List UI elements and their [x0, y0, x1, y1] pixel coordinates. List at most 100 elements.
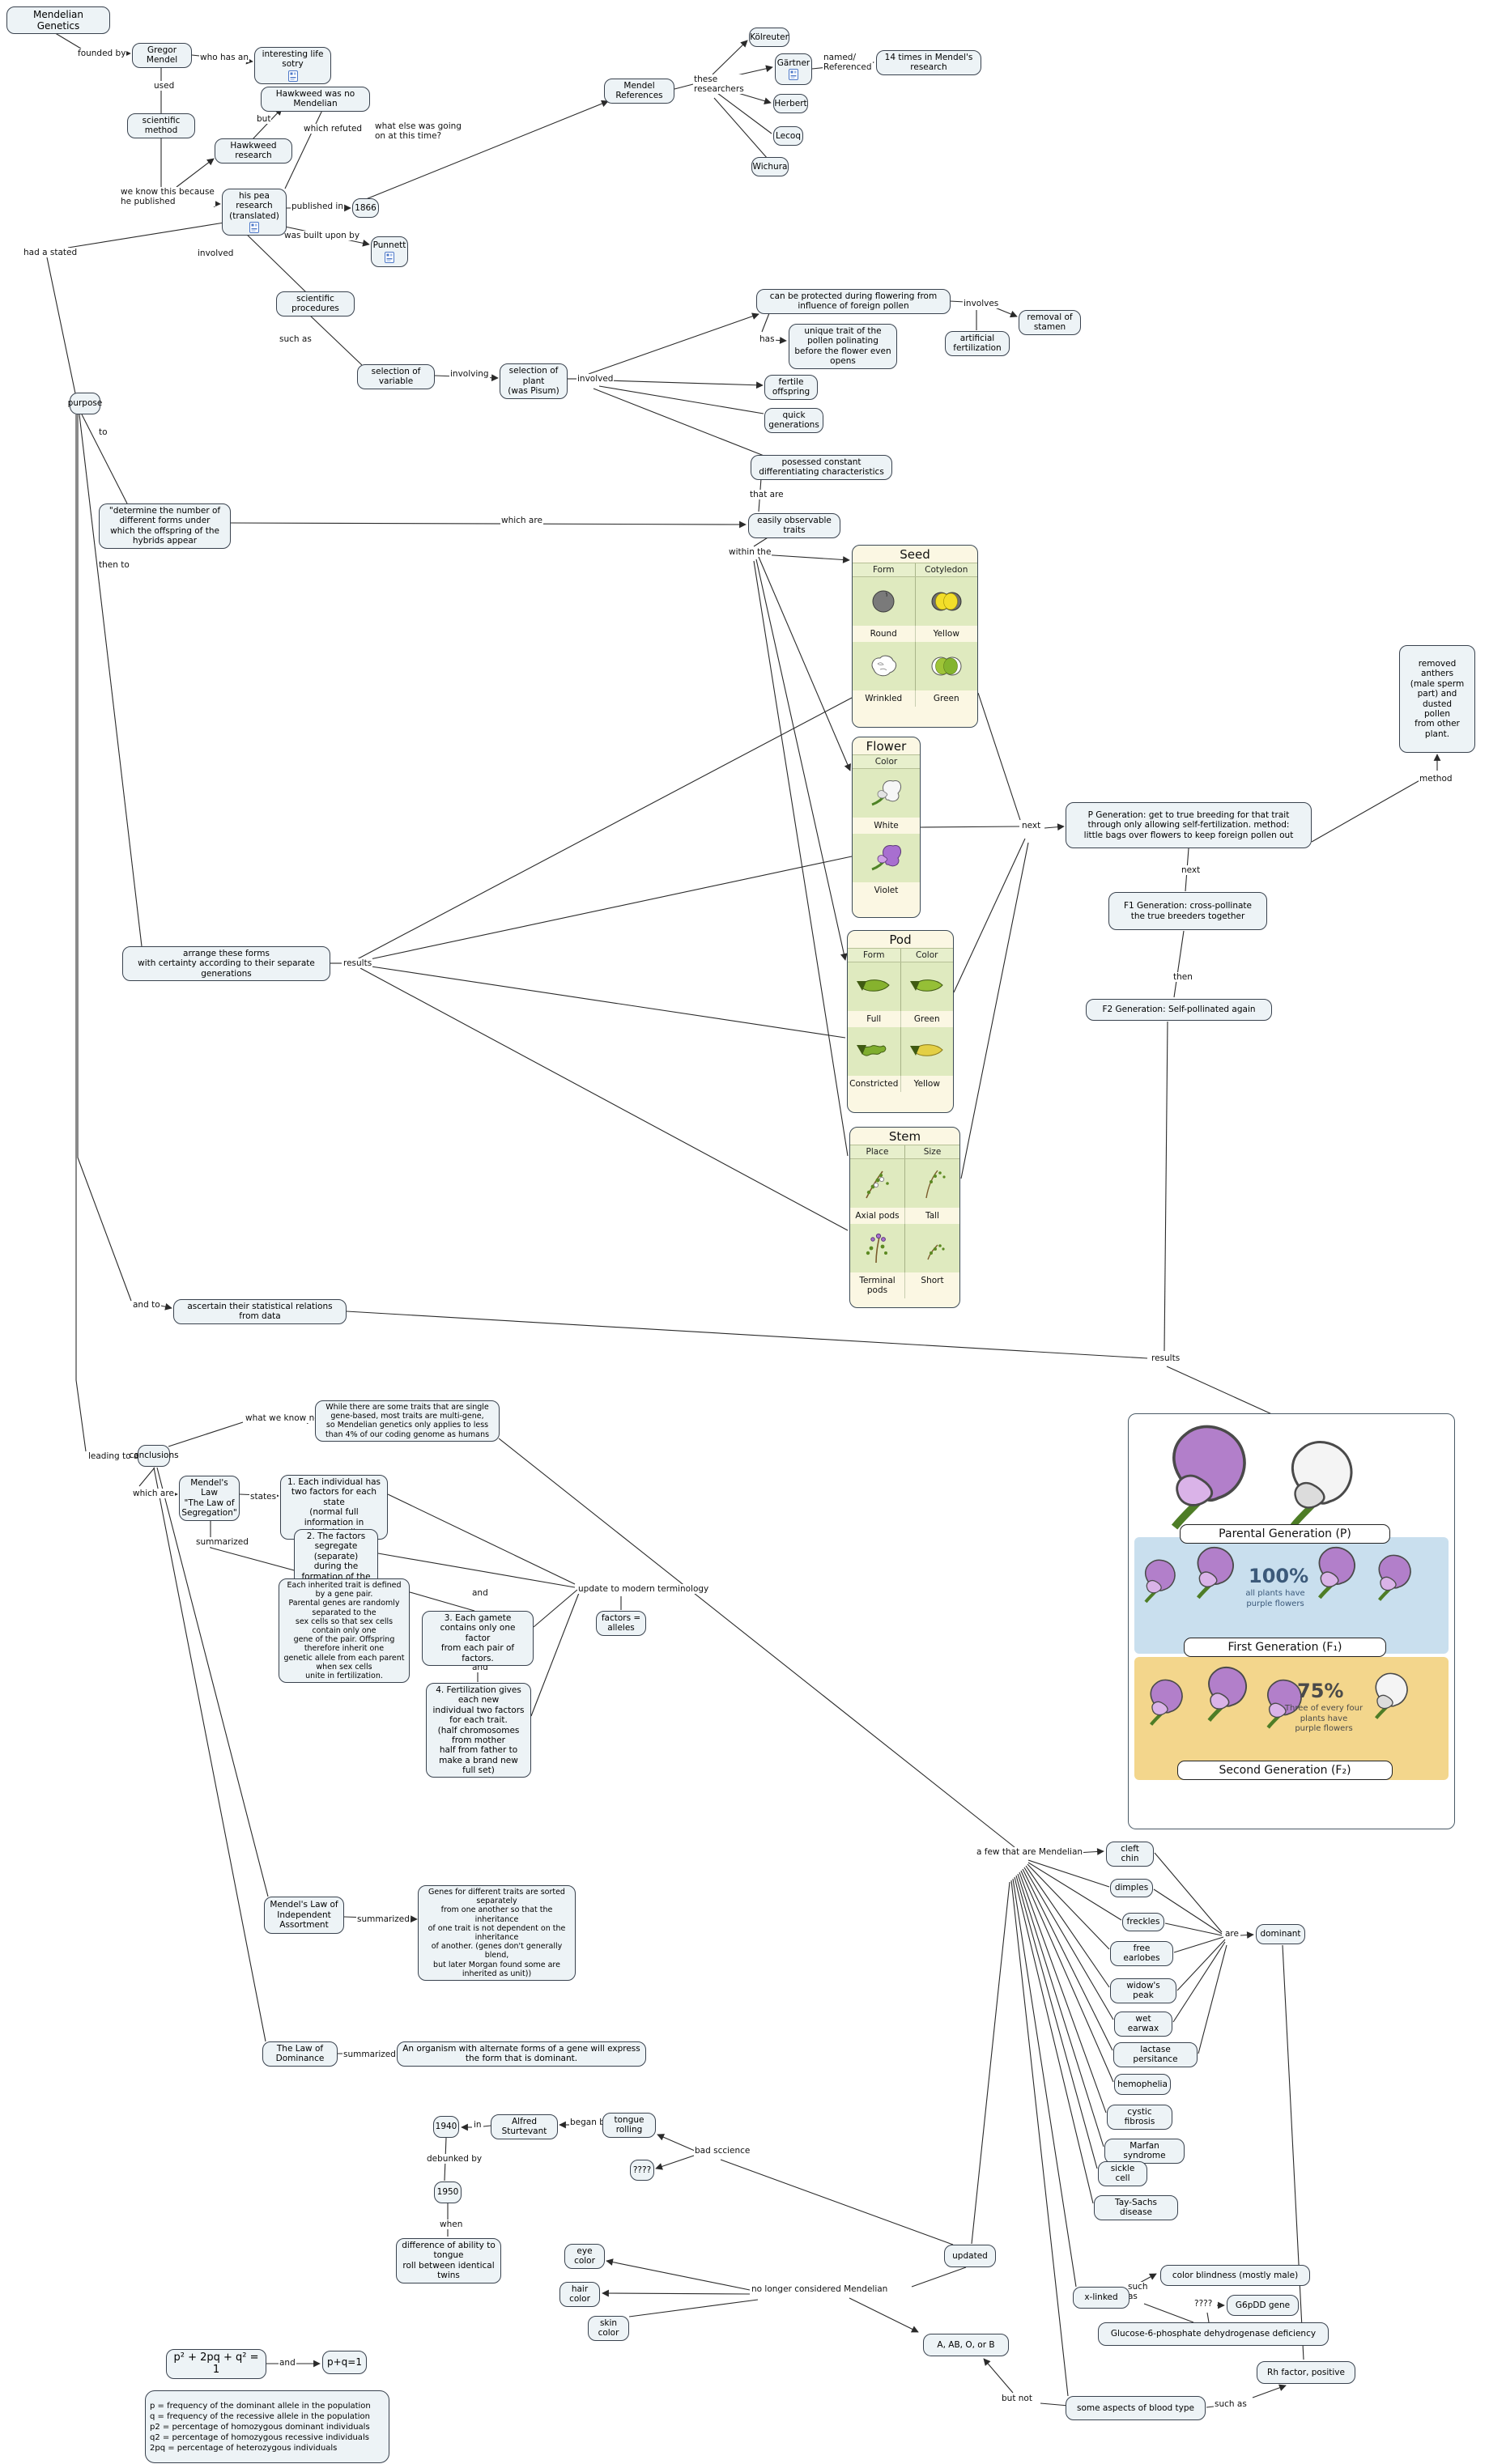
node-mendelian-genetics[interactable]: Mendelian Genetics — [6, 6, 110, 35]
node-hawkweed-no-mendelian[interactable]: Hawkweed was no Mendelian — [261, 87, 370, 112]
node-lecoq[interactable]: Lecoq — [773, 126, 803, 146]
node-fertile-offspring[interactable]: fertile offspring — [764, 375, 818, 400]
node-genes-sorted[interactable]: Genes for different traits are sorted se… — [418, 1885, 576, 1982]
node-segregation-3[interactable]: 3. Each gamete contains only one factor … — [422, 1611, 534, 1666]
node-conclusions[interactable]: conclusions — [129, 1445, 179, 1467]
node-dominant[interactable]: dominant — [1256, 1924, 1305, 1944]
resource-icon[interactable] — [287, 70, 298, 82]
node-freckles[interactable]: freckles — [1122, 1913, 1164, 1931]
resource-icon[interactable] — [249, 222, 259, 234]
edge-label[interactable]: but not — [1001, 2394, 1033, 2404]
node-alfred-sturtevant[interactable]: Alfred Sturtevant — [491, 2114, 558, 2139]
node-punnett[interactable]: Punnett — [371, 236, 408, 267]
node-quick-generations[interactable]: quick generations — [764, 408, 823, 433]
node-wichura[interactable]: Wichura — [751, 157, 789, 176]
node-removed-anthers[interactable]: removed anthers (male sperm part) and du… — [1399, 645, 1475, 753]
node-difference-tongue[interactable]: difference of ability to tongue roll bet… — [396, 2238, 501, 2283]
edge-label[interactable]: no longer considered Mendelian — [751, 2284, 889, 2295]
node-segregation-4[interactable]: 4. Fertilization gives each new individu… — [426, 1683, 531, 1778]
resource-icon[interactable] — [789, 69, 798, 81]
edge-label[interactable]: debunked by — [426, 2154, 483, 2164]
edge-label[interactable]: summarized — [342, 2050, 397, 2060]
edge-label[interactable]: these researchers — [693, 74, 745, 95]
node-widows-peak[interactable]: widow's peak — [1110, 1978, 1176, 2003]
edge-label[interactable]: then to — [98, 560, 130, 571]
edge-label[interactable]: results — [1151, 1353, 1181, 1364]
node-kolreuter[interactable]: Kölreuter — [749, 28, 789, 47]
node-marfan-syndrome[interactable]: Marfan syndrome — [1104, 2139, 1185, 2164]
node-scientific-method[interactable]: scientific method — [127, 113, 195, 138]
edge-label[interactable]: involving — [449, 369, 490, 380]
node-g6pdd-gene[interactable]: G6pDD gene — [1227, 2295, 1299, 2316]
node-law-of-dominance[interactable]: The Law of Dominance — [262, 2041, 338, 2067]
node-hair-color[interactable]: hair color — [559, 2282, 600, 2307]
edge-label[interactable]: such as — [1127, 2282, 1149, 2302]
resource-icon[interactable] — [385, 251, 394, 263]
node-color-blindness[interactable]: color blindness (mostly male) — [1160, 2265, 1310, 2286]
node-law-of-segregation[interactable]: Mendel's Law "The Law of Segregation" — [179, 1476, 240, 1521]
node-pq-formula[interactable]: p+q=1 — [322, 2351, 367, 2374]
node-factors-alleles[interactable]: factors = alleles — [596, 1611, 646, 1636]
edge-label[interactable]: method — [1419, 774, 1453, 784]
node-while-traits[interactable]: While there are some traits that are sin… — [315, 1400, 500, 1442]
node-herbert[interactable]: Herbert — [773, 94, 808, 113]
edge-label[interactable]: involves — [963, 299, 1000, 309]
node-tay-sachs[interactable]: Tay-Sachs disease — [1094, 2195, 1178, 2220]
node-rh-factor[interactable]: Rh factor, positive — [1257, 2361, 1355, 2384]
edge-label[interactable]: used — [153, 81, 176, 91]
edge-label[interactable]: published in — [291, 202, 344, 212]
node-updated[interactable]: updated — [944, 2245, 996, 2267]
node-wet-earwax[interactable]: wet earwax — [1114, 2012, 1172, 2037]
node-year-1950[interactable]: 1950 — [434, 2181, 462, 2203]
edge-label[interactable]: ???? — [1193, 2299, 1214, 2309]
edge-label[interactable]: and — [279, 2358, 296, 2368]
node-gartner[interactable]: Gärtner — [775, 53, 812, 85]
node-artificial-fertilization[interactable]: artificial fertilization — [945, 331, 1010, 356]
edge-label[interactable]: was built upon by — [283, 231, 361, 241]
node-tongue-rolling[interactable]: tongue rolling — [602, 2113, 656, 2138]
edge-label[interactable]: a few that are Mendelian — [976, 1847, 1084, 1858]
edge-label[interactable]: we know this because he published — [120, 187, 215, 207]
node-year-1940[interactable]: 1940 — [433, 2116, 459, 2138]
node-sickle-cell[interactable]: sickle cell — [1098, 2161, 1147, 2186]
node-hw-legend[interactable]: p = frequency of the dominant allele in … — [145, 2390, 389, 2463]
edge-label[interactable]: who has an — [199, 53, 249, 63]
node-eye-color[interactable]: eye color — [564, 2244, 605, 2269]
node-lactase-persitance[interactable]: lactase persitance — [1113, 2042, 1198, 2067]
node-mendel-references[interactable]: Mendel References — [604, 79, 674, 104]
node-inherited-trait-summary[interactable]: Each inherited trait is defined by a gen… — [279, 1578, 410, 1684]
node-selection-of-plant[interactable]: selection of plant (was Pisum) — [500, 363, 568, 399]
edge-label[interactable]: had a stated — [23, 248, 79, 258]
node-purpose[interactable]: purpose — [68, 393, 102, 414]
edge-label[interactable]: named/ Referenced — [823, 53, 873, 73]
edge-label[interactable]: are — [1224, 1929, 1240, 1939]
node-protected-flowering[interactable]: can be protected during flowering from i… — [756, 289, 951, 314]
node-ascertain-statistical[interactable]: ascertain their statistical relations fr… — [173, 1299, 347, 1324]
edge-label[interactable]: which are — [500, 516, 543, 526]
node-selection-of-variable[interactable]: selection of variable — [357, 364, 435, 389]
edge-label[interactable]: next — [1021, 821, 1042, 831]
edge-label[interactable]: but — [256, 114, 272, 125]
edge-label[interactable]: such as — [1214, 2399, 1248, 2410]
node-scientific-procedures[interactable]: scientific procedures — [276, 291, 355, 316]
node-f2-generation[interactable]: F2 Generation: Self-pollinated again — [1086, 999, 1272, 1021]
edge-label[interactable]: within the — [728, 547, 772, 558]
node-determine-forms[interactable]: "determine the number of different forms… — [99, 503, 231, 549]
edge-label[interactable]: which are — [132, 1489, 175, 1499]
edge-label[interactable]: what we know now — [245, 1413, 328, 1424]
node-p-generation[interactable]: P Generation: get to true breeding for t… — [1066, 802, 1312, 848]
edge-label[interactable]: and — [471, 1588, 489, 1599]
edge-label[interactable]: founded by — [77, 49, 127, 59]
edge-label[interactable]: update to modern terminology — [577, 1584, 710, 1595]
node-glucose-deficiency[interactable]: Glucose-6-phosphate dehydrogenase defici… — [1098, 2322, 1329, 2346]
generations-figure[interactable]: Parental Generation (P)First Generation … — [1128, 1413, 1455, 1829]
node-removal-of-stamen[interactable]: removal of stamen — [1019, 310, 1081, 335]
edge-label[interactable]: next — [1181, 865, 1202, 876]
node-blood-types[interactable]: A, AB, O, or B — [923, 2334, 1009, 2356]
node-question-marks[interactable]: ???? — [630, 2160, 654, 2181]
node-possessed-constant[interactable]: posessed constant differentiating charac… — [751, 455, 892, 480]
edge-label[interactable]: which refuted — [303, 124, 364, 134]
edge-label[interactable]: in — [473, 2120, 483, 2131]
